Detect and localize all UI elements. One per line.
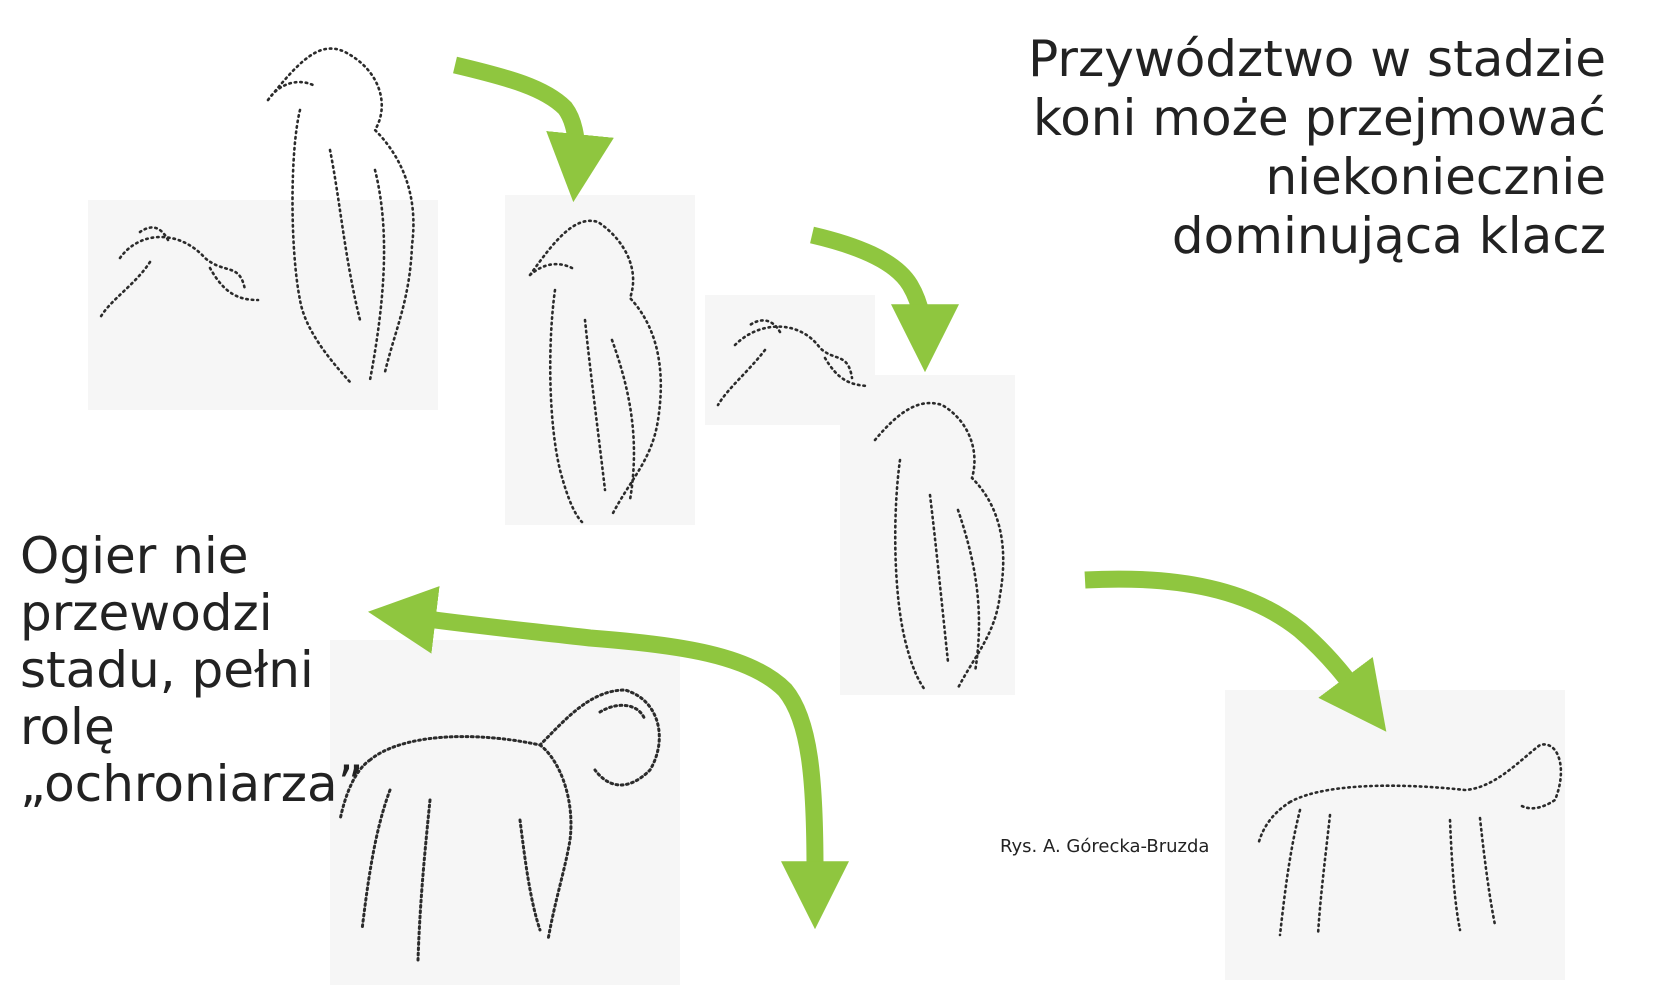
- leadership-line-2: koni może przejmować: [906, 89, 1606, 148]
- stallion-caption: Ogier nie przewodzi stadu, pełni rolę „o…: [20, 528, 380, 813]
- stallion-line-3: stadu, pełni: [20, 642, 380, 699]
- stallion-line-1: Ogier nie: [20, 528, 380, 585]
- drawing-credit: Rys. A. Górecka-Bruzda: [1000, 836, 1209, 857]
- leadership-line-4: dominująca klacz: [906, 207, 1606, 266]
- stallion-line-2: przewodzi: [20, 585, 380, 642]
- arrow-top-left: [455, 65, 577, 175]
- arrow-bottom-left-head: [395, 615, 420, 618]
- leadership-line-1: Przywództwo w stadzie: [906, 30, 1606, 89]
- stallion-line-5: „ochroniarza”: [20, 756, 380, 813]
- stallion-line-4: rolę: [20, 699, 380, 756]
- leadership-line-3: niekoniecznie: [906, 148, 1606, 207]
- leadership-caption: Przywództwo w stadzie koni może przejmow…: [906, 30, 1606, 266]
